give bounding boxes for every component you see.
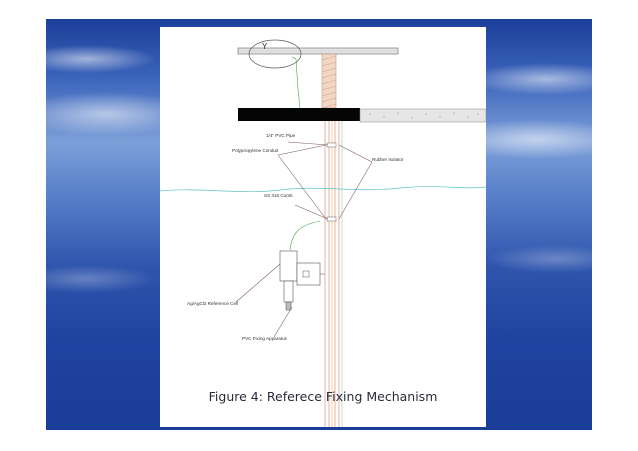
fixing-bolt bbox=[302, 270, 310, 278]
figure-caption: Figure 4: Referece Fixing Mechanism bbox=[208, 389, 438, 404]
reference-cell-tip bbox=[285, 301, 292, 311]
green-cable-cell bbox=[289, 220, 321, 251]
label-pvc-pipe: 1/4" PVC Pipe bbox=[266, 133, 296, 138]
green-cable-top bbox=[291, 56, 301, 109]
lower-clamp bbox=[326, 216, 337, 222]
water-line bbox=[160, 186, 486, 193]
label-rubber-isolator: Rubber Isolator bbox=[372, 157, 404, 162]
figure-panel: Y 1/4" PVC Pipe Polypropylene Conduit Ru… bbox=[160, 27, 486, 427]
hanger-rod-hatch bbox=[321, 55, 337, 109]
upper-clamp bbox=[326, 142, 337, 148]
detail-marker-y: Y bbox=[262, 42, 268, 51]
detail-ellipse bbox=[248, 39, 302, 69]
concrete-texture bbox=[369, 112, 479, 119]
black-beam bbox=[238, 108, 360, 121]
concrete-slab bbox=[359, 108, 486, 123]
pvc-fixing-block bbox=[296, 262, 321, 286]
reference-cell-body bbox=[279, 250, 298, 282]
label-polypropylene-conduit: Polypropylene Conduit bbox=[232, 148, 279, 153]
pvc-pipe-assembly bbox=[324, 121, 343, 427]
slide-background: Y 1/4" PVC Pipe Polypropylene Conduit Ru… bbox=[46, 19, 592, 430]
fixing-mechanism-diagram bbox=[160, 39, 486, 427]
reference-cell-tube bbox=[283, 280, 294, 303]
label-ss-comb: SS 316 Comb bbox=[264, 193, 293, 198]
leader-lines bbox=[235, 141, 373, 338]
label-pvc-fixing-apparatus: PVC Fixing Apparatus bbox=[242, 336, 287, 341]
label-reference-cell: Ag/AgCl2 Reference Cell bbox=[187, 301, 239, 306]
